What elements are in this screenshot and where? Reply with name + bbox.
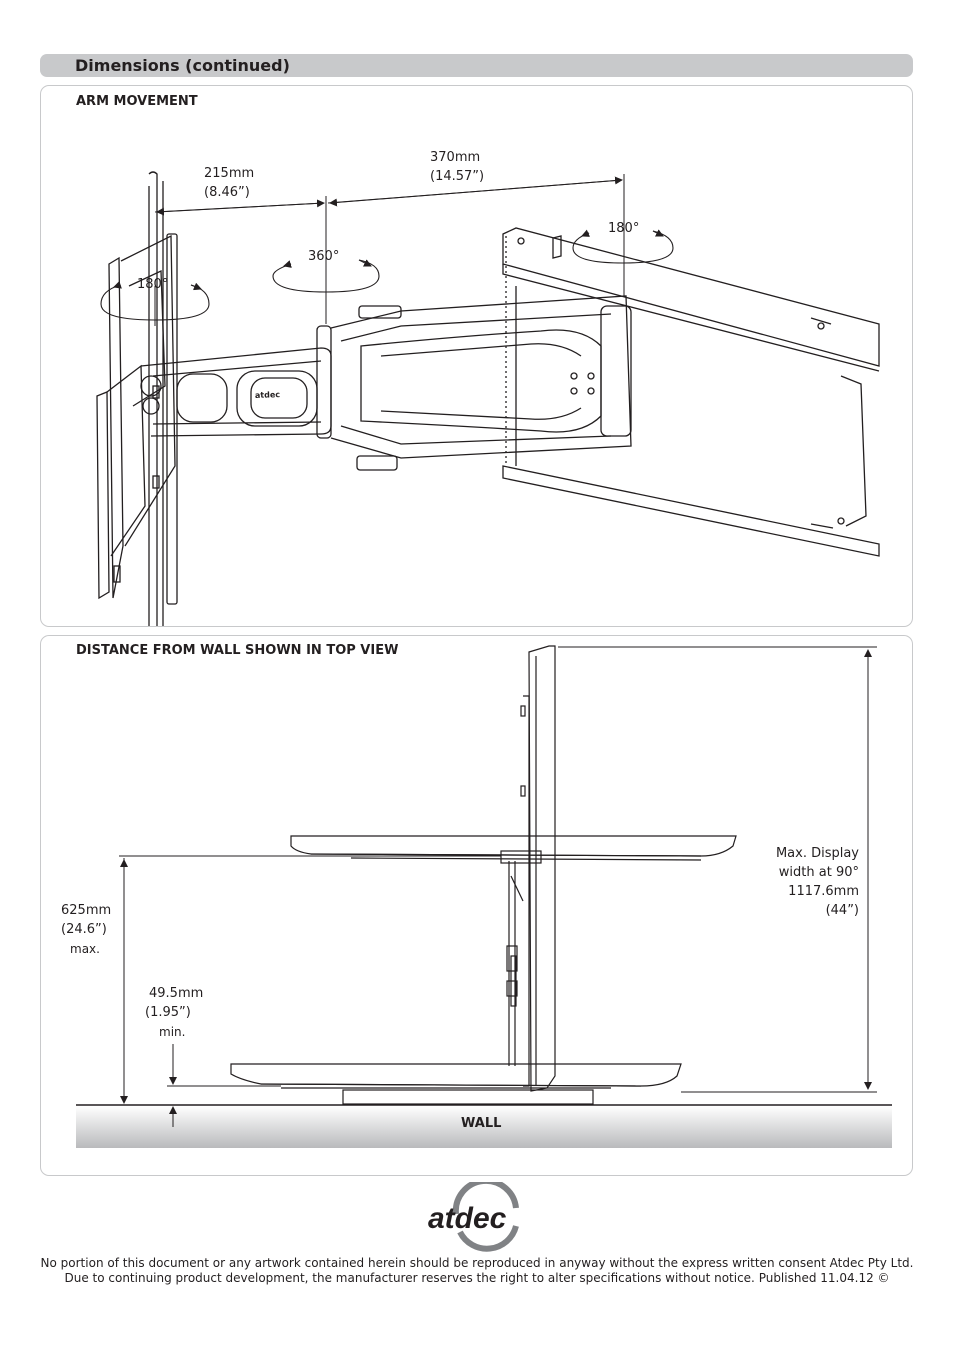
max-distance-in: (24.6”)	[61, 922, 107, 937]
max-distance-note: max.	[70, 942, 100, 956]
rotation-center-label: 360°	[308, 249, 340, 264]
arm-segment-1	[140, 347, 332, 437]
wall-plate-drawing	[148, 171, 178, 626]
footer-copyright: No portion of this document or any artwo…	[40, 1256, 914, 1270]
arm-brand-mark: atdec	[255, 390, 281, 400]
wall-shading	[76, 1106, 892, 1148]
dim-215-in: (8.46”)	[204, 185, 250, 200]
arm-column	[506, 861, 524, 1066]
dim-215-mm: 215mm	[204, 166, 255, 181]
max-display-line1: Max. Display	[775, 846, 859, 861]
arm-movement-drawing: atdec	[96, 171, 880, 626]
top-view-panel: DISTANCE FROM WALL SHOWN IN TOP VIEW	[40, 635, 913, 1176]
min-distance-note: min.	[159, 1025, 186, 1039]
min-distance-in: (1.95”)	[145, 1005, 191, 1020]
max-distance-mm: 625mm	[61, 903, 112, 918]
atdec-logo-text: atdec	[428, 1202, 507, 1235]
max-display-line2: width at 90°	[778, 865, 859, 880]
wall-label: WALL	[461, 1116, 502, 1131]
tv-mount-frame	[502, 227, 880, 557]
max-display-line3: 1117.6mm	[788, 884, 859, 899]
dimension-lines	[154, 176, 623, 216]
top-view-title: DISTANCE FROM WALL SHOWN IN TOP VIEW	[76, 643, 399, 658]
tv-rotated-90	[510, 645, 556, 1092]
dim-370-mm: 370mm	[430, 150, 481, 165]
rotation-left-label: 180°	[137, 277, 169, 292]
atdec-logo: atdec	[428, 1182, 519, 1252]
pivot-guide-lines	[154, 174, 625, 326]
tv-max-extension	[290, 835, 737, 864]
rotation-right-label: 180°	[608, 221, 640, 236]
arm-movement-title: ARM MOVEMENT	[76, 94, 198, 109]
top-view-drawing	[76, 645, 892, 1148]
top-view-dimension-lines	[119, 646, 877, 1127]
dim-370-in: (14.57”)	[430, 169, 485, 184]
max-display-line4: (44”)	[825, 903, 859, 918]
arm-segment-2	[316, 295, 632, 471]
tv-min-extension	[230, 1063, 682, 1105]
arm-movement-panel: ARM MOVEMENT	[40, 85, 913, 627]
footer-disclaimer: Due to continuing product development, t…	[64, 1271, 890, 1285]
min-distance-mm: 49.5mm	[149, 986, 204, 1001]
section-header-title: Dimensions (continued)	[75, 56, 290, 75]
section-header-bar: Dimensions (continued)	[40, 54, 913, 77]
